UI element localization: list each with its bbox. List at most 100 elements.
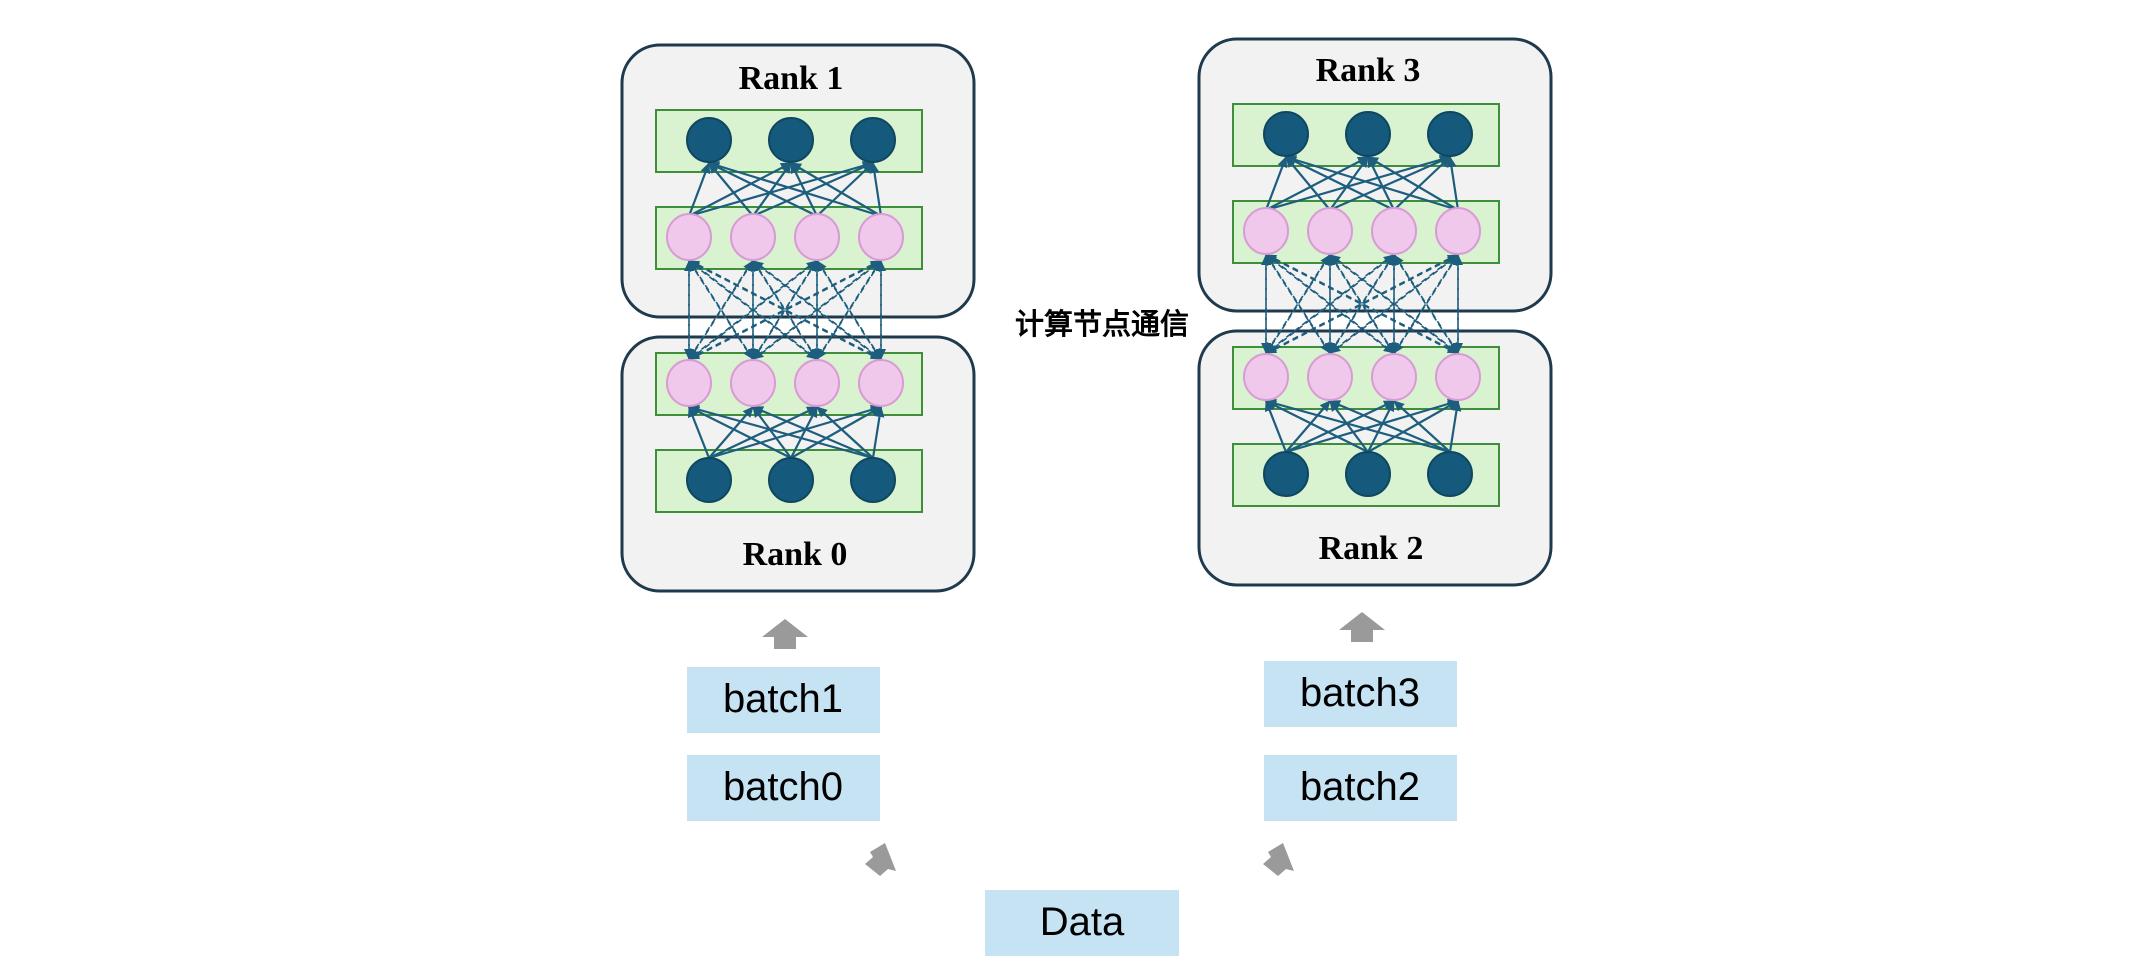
up-arrow-right-icon [1339, 612, 1385, 642]
rank-1-edge [687, 162, 711, 217]
rank-0-hidden-node [666, 359, 712, 407]
rank-3-edge [1265, 154, 1451, 212]
rank-2-edge [1329, 399, 1451, 454]
rank-0-edge [708, 405, 882, 460]
rank-0-edge [790, 406, 882, 459]
communication-edge [1265, 254, 1459, 355]
rank-2-edge [1367, 400, 1459, 453]
batch3-label: batch3 [1300, 671, 1420, 715]
rank-0-edge [752, 405, 874, 460]
rank-3-edge [1264, 156, 1288, 211]
rank-1-edge [752, 161, 874, 218]
data-box [985, 890, 1179, 956]
communication-edge [688, 259, 882, 360]
communication-edge [688, 259, 882, 360]
rank-2-hidden-node [1307, 353, 1353, 401]
rank-2-input-node [1427, 451, 1473, 497]
rank-1-edge [708, 161, 882, 218]
rank-1-edge [708, 162, 818, 217]
rank-1-output-node [768, 117, 814, 163]
rank-3-edge [1265, 156, 1369, 211]
rank-0-hidden-node [730, 359, 776, 407]
rank-3-output-node [1427, 111, 1473, 157]
rank-0-input-node [768, 457, 814, 503]
rank-0-input-node [850, 457, 896, 503]
rank-3-edge [1329, 155, 1451, 212]
communication-edge [688, 260, 882, 361]
rank-0-hidden-node [794, 359, 840, 407]
data-label: Data [1040, 900, 1125, 944]
rank-1-output-node [850, 117, 896, 163]
communication-edge [1265, 253, 1459, 354]
rank-1-edge [688, 160, 874, 218]
batch2-label: batch2 [1300, 765, 1420, 809]
batch0-label: batch0 [723, 765, 843, 809]
rank-0-hidden-node [858, 359, 904, 407]
gray-arrows [762, 612, 1385, 876]
communication-edge [688, 260, 818, 361]
communication-edge [688, 260, 882, 361]
rank-2-edge [1448, 400, 1462, 453]
diagonal-arrow-right-icon [1263, 843, 1294, 876]
batch2-box [1264, 755, 1457, 821]
communication-edge [1265, 253, 1459, 354]
diagonal-arrow-left-icon [865, 843, 896, 876]
rank-0-label: Rank 0 [743, 536, 848, 573]
rank-1-hidden-node [666, 213, 712, 261]
up-arrow-left-icon [762, 619, 808, 649]
rank-3-edge [1446, 156, 1460, 211]
batch3-box [1264, 661, 1457, 727]
rank-2-edge [1285, 400, 1331, 453]
batch-boxes: batch1 batch0 batch3 batch2 [687, 661, 1457, 821]
rank-3-hidden-node [1435, 207, 1481, 255]
rank-3-hidden-node [1243, 207, 1289, 255]
rank-0-edge [708, 406, 818, 459]
rank-3-hidden-node [1307, 207, 1353, 255]
rank-1-edge [816, 162, 874, 217]
rank-2-edge [1285, 399, 1459, 454]
communication-edge [1265, 254, 1395, 355]
rank-0-edge [708, 406, 754, 459]
rank-2-hidden-node [1435, 353, 1481, 401]
rank-0-edge [816, 406, 874, 459]
rank-2-input-node [1345, 451, 1391, 497]
rank-1-hidden-node [730, 213, 776, 261]
rank-3-edge [1393, 156, 1451, 211]
communication-edge [1265, 254, 1459, 355]
rank-2-edge [1367, 400, 1395, 453]
rank-3-output-node [1263, 111, 1309, 157]
rank-2-label: Rank 2 [1319, 530, 1424, 567]
network-edges [684, 154, 1463, 460]
rank-3-edge [1285, 156, 1395, 211]
rank-0-edge [790, 406, 818, 459]
rank-1-edge [752, 162, 792, 217]
rank-2-edge [1265, 400, 1369, 453]
rank-3-edge [1285, 155, 1459, 212]
rank-3-edge [1329, 156, 1369, 211]
rank-0-edge [688, 404, 874, 460]
rank-1-edge [790, 162, 882, 217]
rank-2-hidden-node [1371, 353, 1417, 401]
rank-0-edge [871, 406, 885, 459]
rank-0-edge [688, 406, 792, 459]
batch1-box [687, 667, 880, 733]
node-communication-label: 计算节点通信 [1015, 307, 1189, 341]
batch0-box [687, 755, 880, 821]
rank-3-edge [1367, 156, 1459, 211]
rank-1-edge [688, 162, 792, 217]
rank-2-hidden-node [1243, 353, 1289, 401]
rank-1-label: Rank 1 [739, 60, 844, 97]
rank-1-edge [869, 162, 883, 217]
rank-2-edge [1265, 398, 1451, 454]
communication-edge [1329, 254, 1459, 355]
rank-3-label: Rank 3 [1316, 52, 1421, 89]
batch1-label: batch1 [723, 677, 843, 721]
rank-2-edge [1285, 400, 1395, 453]
rank-1-hidden-node [858, 213, 904, 261]
rank-2-edge [1393, 400, 1451, 453]
communication-edge [752, 260, 882, 361]
rank-1-hidden-node [794, 213, 840, 261]
rank-3-output-node [1345, 111, 1391, 157]
rank-1-output-node [686, 117, 732, 163]
